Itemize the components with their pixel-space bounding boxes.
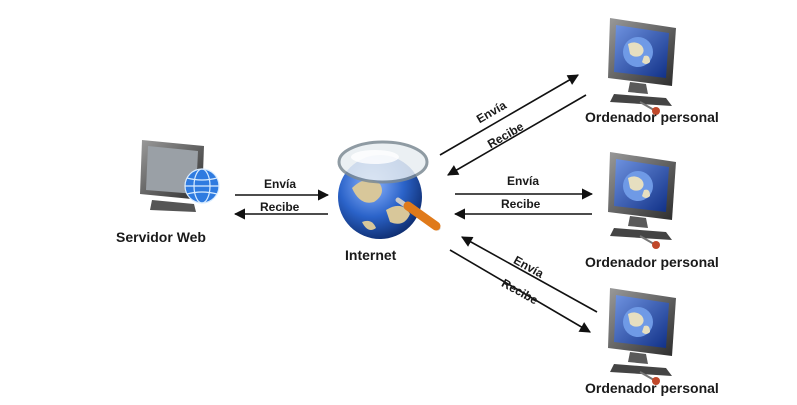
server-label: Servidor Web [116, 229, 206, 245]
receive-label: Recibe [260, 200, 300, 214]
desktop-computer-icon [607, 17, 677, 116]
pc-top-label: Ordenador personal [585, 109, 719, 125]
internet-label: Internet [345, 247, 397, 263]
send-label: Envía [507, 174, 540, 188]
send-label: Envía [264, 177, 297, 191]
pc-mid-label: Ordenador personal [585, 254, 719, 270]
desktop-computer-icon [607, 151, 677, 250]
receive-arrow [461, 236, 598, 313]
send-arrow [439, 74, 579, 156]
receive-label: Recibe [501, 197, 541, 211]
desktop-computer-icon [607, 287, 677, 386]
globe-magnifier-icon [337, 140, 441, 239]
receive-arrow [447, 94, 587, 176]
send-arrow [449, 249, 591, 333]
pc-bottom-label: Ordenador personal [585, 380, 719, 396]
server-monitor-globe-icon [140, 140, 220, 212]
